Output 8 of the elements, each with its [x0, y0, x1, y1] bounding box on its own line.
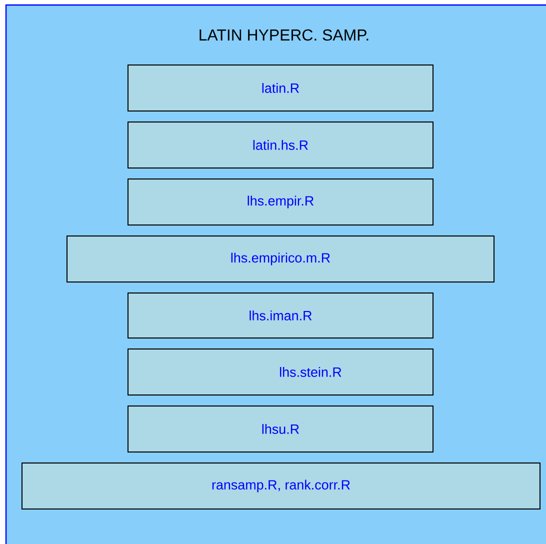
file-box: lhs.empir.R [128, 178, 434, 226]
file-box: lhsu.R [128, 405, 434, 452]
file-box: latin.R [128, 64, 434, 112]
file-box: latin.hs.R [128, 121, 434, 168]
file-box: lhs.empirico.m.R [66, 235, 494, 282]
file-box: lhs.stein.R [128, 348, 434, 396]
file-box: ransamp.R, rank.corr.R [22, 462, 540, 510]
file-box: lhs.iman.R [128, 292, 434, 338]
